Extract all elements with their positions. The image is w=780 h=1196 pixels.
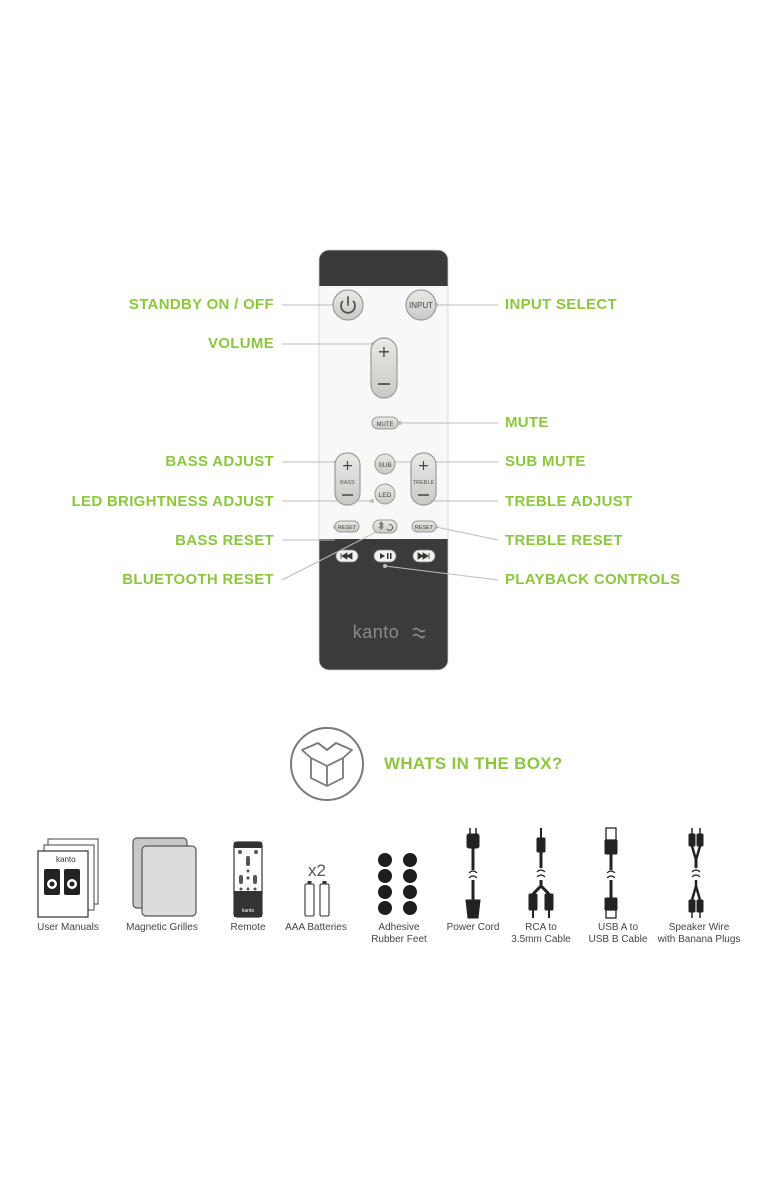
grille-icon bbox=[132, 837, 197, 917]
bass-rocker[interactable]: + BASS bbox=[334, 452, 361, 506]
svg-text:RESET: RESET bbox=[338, 525, 357, 531]
led-brightness-button[interactable]: LED bbox=[374, 483, 396, 505]
treble-reset-button[interactable]: RESET bbox=[411, 520, 437, 533]
callout-volume: VOLUME bbox=[208, 335, 274, 352]
callout-mute: MUTE bbox=[505, 414, 549, 431]
item-label-power-cord: Power Cord bbox=[446, 922, 500, 933]
svg-text:+: + bbox=[342, 458, 354, 474]
remote-small-icon: kanto bbox=[233, 841, 263, 918]
svg-text:kanto: kanto bbox=[242, 908, 254, 914]
speaker-wire-icon bbox=[688, 828, 704, 918]
bass-reset-button[interactable]: RESET bbox=[334, 520, 360, 533]
kanto-logo: kanto bbox=[353, 622, 400, 642]
feet-icon bbox=[378, 853, 417, 915]
treble-rocker[interactable]: + TREBLE bbox=[410, 452, 437, 506]
next-track-button[interactable] bbox=[412, 549, 436, 563]
callout-standby: STANDBY ON / OFF bbox=[128, 296, 274, 313]
item-label-remote: Remote bbox=[230, 922, 266, 933]
volume-rocker[interactable]: + bbox=[370, 337, 398, 399]
power-cord-icon bbox=[465, 828, 481, 919]
callout-input-select: INPUT SELECT bbox=[505, 296, 617, 313]
item-label-magnetic-grilles: Magnetic Grilles bbox=[126, 922, 198, 933]
callout-bass-reset: BASS RESET bbox=[175, 532, 274, 549]
kanto-logo-mark bbox=[412, 627, 426, 639]
manual-icon: kanto bbox=[37, 838, 99, 918]
usb-cable-icon bbox=[604, 827, 618, 919]
callout-bluetooth-reset: BLUETOOTH RESET bbox=[122, 571, 274, 588]
svg-text:BASS: BASS bbox=[340, 480, 355, 486]
callout-treble-adjust: TREBLE ADJUST bbox=[505, 493, 633, 510]
item-label-user-manuals: User Manuals bbox=[37, 922, 99, 933]
svg-text:RESET: RESET bbox=[415, 525, 434, 531]
sub-mute-button[interactable]: SUB bbox=[374, 453, 396, 475]
callout-sub-mute: SUB MUTE bbox=[505, 453, 586, 470]
svg-text:+: + bbox=[377, 342, 390, 361]
previous-track-button[interactable] bbox=[335, 549, 359, 563]
callout-playback-controls: PLAYBACK CONTROLS bbox=[505, 571, 681, 588]
svg-text:x2: x2 bbox=[308, 861, 326, 880]
play-pause-button[interactable] bbox=[373, 549, 397, 563]
svg-text:MUTE: MUTE bbox=[377, 422, 394, 428]
callout-treble-reset: TREBLE RESET bbox=[505, 532, 623, 549]
bluetooth-reset-button[interactable] bbox=[372, 519, 398, 534]
leader-lines bbox=[281, 304, 499, 581]
callout-bass-adjust: BASS ADJUST bbox=[165, 453, 274, 470]
svg-text:INPUT: INPUT bbox=[409, 301, 433, 310]
reset-arrow-icon bbox=[386, 524, 394, 531]
rca-cable-icon bbox=[528, 828, 554, 918]
input-select-button[interactable]: INPUT bbox=[405, 289, 437, 321]
mute-button[interactable]: MUTE bbox=[371, 416, 399, 430]
callout-led-brightness: LED BRIGHTNESS ADJUST bbox=[71, 493, 274, 510]
box-icon bbox=[290, 727, 364, 801]
box-title: WHATS IN THE BOX? bbox=[384, 754, 563, 773]
svg-text:SUB: SUB bbox=[378, 462, 391, 469]
svg-text:+: + bbox=[418, 458, 430, 474]
battery-icon: x2 bbox=[304, 861, 330, 917]
svg-text:kanto: kanto bbox=[56, 855, 76, 864]
svg-text:LED: LED bbox=[379, 492, 392, 499]
svg-text:TREBLE: TREBLE bbox=[413, 480, 435, 486]
bluetooth-icon bbox=[378, 521, 384, 530]
item-label-aaa-batteries: AAA Batteries bbox=[285, 922, 347, 933]
standby-button[interactable] bbox=[332, 289, 364, 321]
